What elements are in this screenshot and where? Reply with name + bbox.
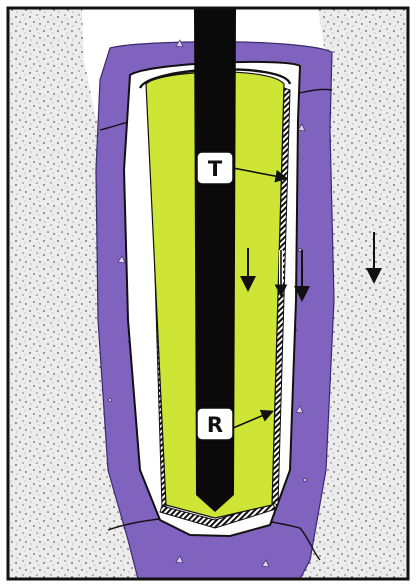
receiver-marker: R [197,408,233,440]
transmitter-label: T [208,157,223,181]
receiver-label: R [207,413,223,437]
transmitter-marker: T [197,152,233,184]
